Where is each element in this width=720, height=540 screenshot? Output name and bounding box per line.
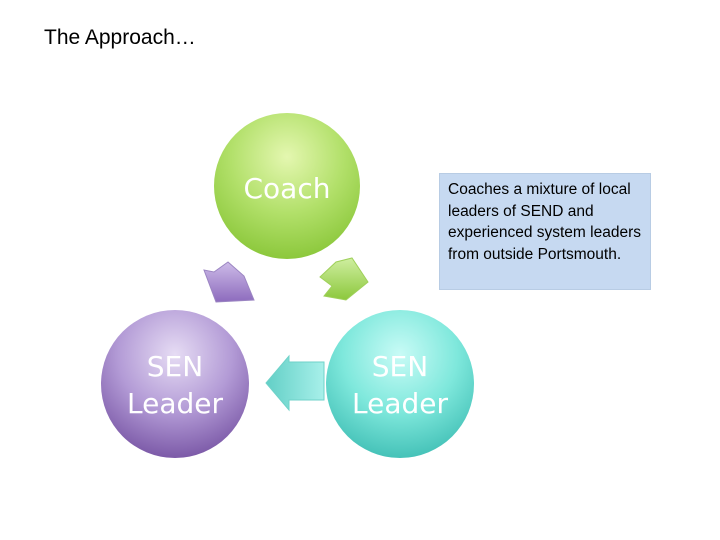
sen-leader-left-line2: Leader [127, 387, 223, 420]
coach-description-note: Coaches a mixture of local leaders of SE… [439, 173, 651, 290]
arrow-right-to-left [265, 354, 325, 412]
slide-title: The Approach… [44, 26, 196, 49]
sen-leader-left-node: SEN Leader [101, 310, 249, 458]
sen-leader-left-line1: SEN [147, 350, 203, 383]
coach-label: Coach [244, 172, 331, 205]
arrow-coach-to-right [319, 257, 369, 301]
sen-leader-right-node: SEN Leader [326, 310, 474, 458]
sen-leader-right-line1: SEN [372, 350, 428, 383]
sen-leader-right-line2: Leader [352, 387, 448, 420]
arrow-left-to-coach [203, 261, 255, 303]
coach-node: Coach [214, 113, 360, 259]
